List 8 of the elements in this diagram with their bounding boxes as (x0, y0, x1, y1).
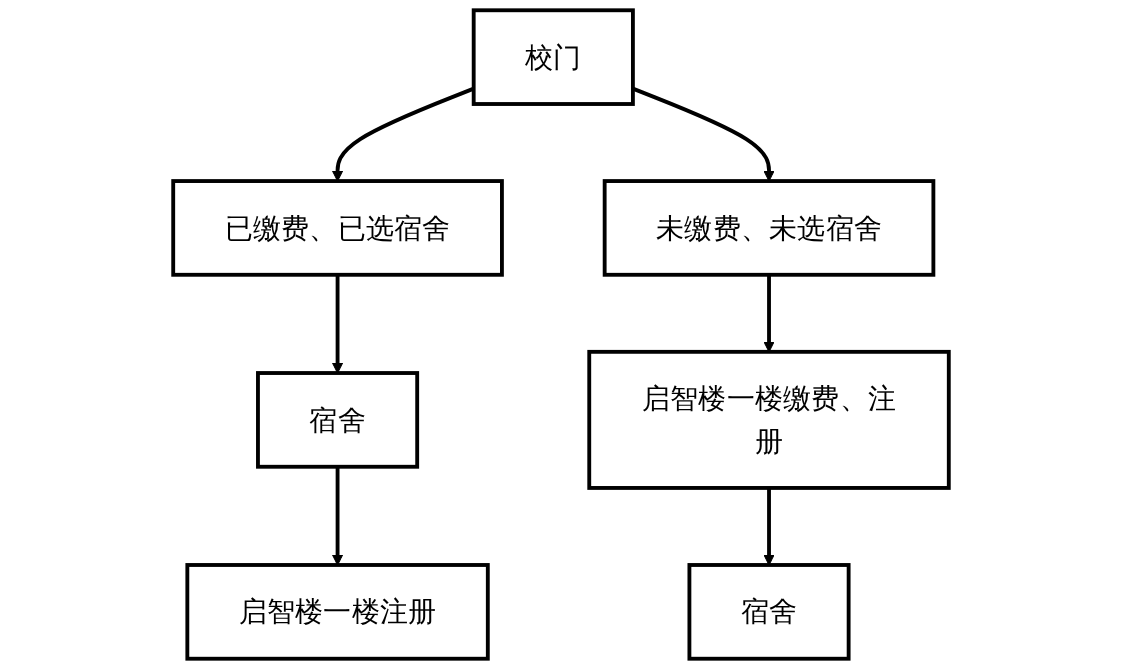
node-box: 未缴费、未选宿舍 (602, 179, 936, 277)
node-box: 校门 (471, 8, 635, 106)
node-box: 启智楼一楼缴费、注册 (587, 349, 951, 490)
node-box: 宿舍 (256, 371, 420, 469)
node-box: 启智楼一楼注册 (185, 563, 490, 661)
node-box: 已缴费、已选宿舍 (171, 179, 504, 277)
node-box: 宿舍 (687, 563, 851, 661)
arrow (331, 274, 344, 374)
